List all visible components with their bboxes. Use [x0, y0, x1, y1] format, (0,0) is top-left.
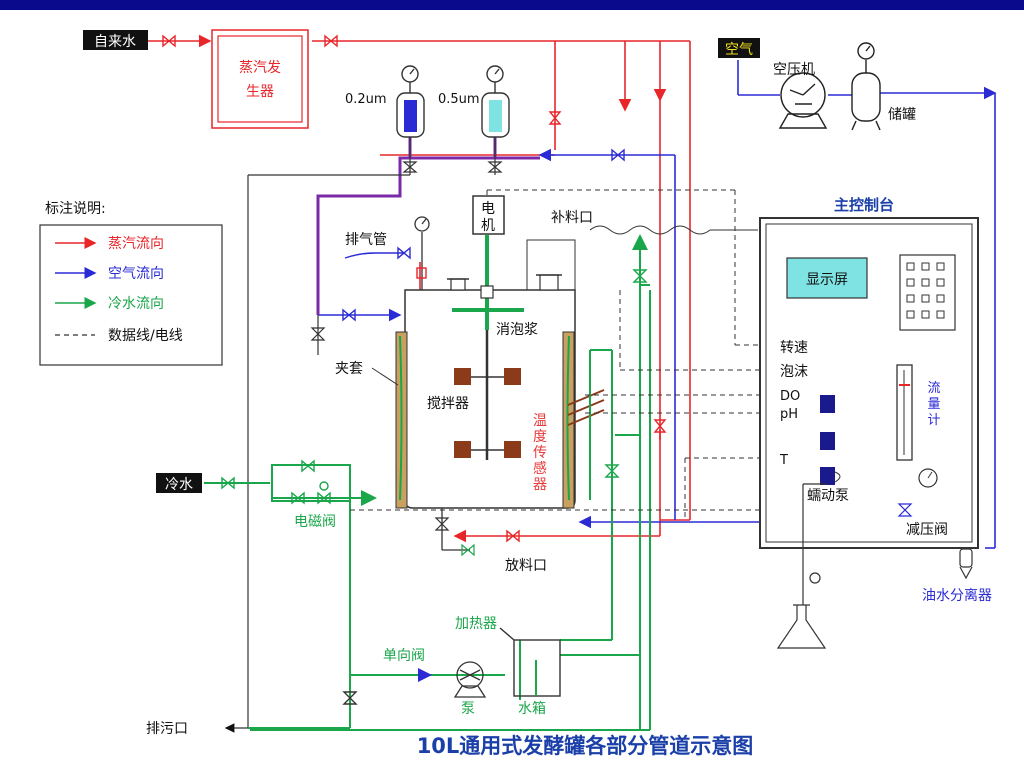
steam-generator	[211, 29, 309, 129]
steam-gen-label-2: 生器	[246, 84, 274, 100]
svg-text:度: 度	[533, 429, 547, 445]
feed-flask	[776, 483, 827, 649]
motor-label-2: 机	[481, 218, 495, 234]
defoam-label: 消泡浆	[496, 322, 538, 338]
solenoid-valve-label: 电磁阀	[294, 514, 336, 530]
speed-label: 转速	[780, 340, 808, 356]
tap-water-label: 自来水	[94, 34, 136, 50]
t-label: T	[779, 453, 788, 468]
pump-label: 泵	[461, 701, 475, 717]
keypad-key	[921, 294, 930, 303]
agitator-label: 搅拌器	[427, 396, 469, 412]
air-compressor	[778, 72, 828, 129]
motor	[472, 195, 505, 235]
ph-label: pH	[780, 407, 798, 422]
air-valves	[342, 148, 625, 322]
svg-text:感: 感	[533, 460, 547, 477]
keypad-key	[936, 262, 945, 271]
drain-label: 排污口	[146, 721, 188, 737]
keypad-key	[906, 310, 915, 319]
compressor-label: 空压机	[773, 62, 815, 78]
data-lines	[486, 189, 778, 520]
fermenter-vessel	[395, 235, 576, 557]
flowmeter-label-2: 量	[927, 397, 940, 412]
water-tank	[499, 627, 561, 697]
pump	[453, 661, 487, 698]
feed-port-label: 补料口	[551, 210, 593, 226]
filter-05um	[481, 65, 510, 175]
steam-gen-label-1: 蒸汽发	[239, 60, 281, 76]
legend-steam: 蒸汽流向	[108, 236, 164, 252]
keypad-key	[906, 262, 915, 271]
tank-label: 储罐	[888, 107, 916, 123]
steam-lines	[148, 34, 691, 543]
legend-title: 标注说明:	[45, 201, 106, 217]
keypad-key	[906, 278, 915, 287]
oil-water-separator	[959, 548, 973, 580]
keypad-key	[906, 294, 915, 303]
filter-02um	[396, 65, 425, 175]
legend-water: 冷水流向	[108, 296, 164, 312]
cold-water-label: 冷水	[165, 477, 193, 493]
temp-sensor-label: 温 度 传 感 器	[533, 413, 547, 493]
keypad-key	[921, 278, 930, 287]
legend-air: 空气流向	[108, 266, 164, 282]
impeller-blade	[504, 441, 521, 458]
flowmeter	[896, 364, 938, 488]
check-valve-label: 单向阀	[383, 648, 425, 664]
exhaust-pipe	[414, 216, 430, 290]
flowmeter-label-1: 流	[927, 381, 940, 396]
heater-label: 加热器	[455, 616, 497, 632]
foam-label: 泡沫	[780, 364, 808, 380]
svg-text:温: 温	[533, 413, 547, 429]
drain-lines	[224, 174, 410, 733]
keypad-key	[921, 262, 930, 271]
console-title: 主控制台	[834, 196, 894, 214]
water-tank-label: 水箱	[518, 701, 546, 717]
svg-text:传: 传	[533, 445, 547, 461]
keypad-key	[936, 278, 945, 287]
peristaltic-pump-label: 蠕动泵	[807, 488, 849, 504]
keypad-key	[936, 310, 945, 319]
air-label: 空气	[725, 42, 753, 58]
top-bar	[0, 0, 1024, 10]
do-label: DO	[780, 389, 800, 404]
reducing-valve-label: 减压阀	[906, 522, 948, 538]
jacket-label: 夹套	[335, 361, 363, 377]
flowmeter-label-3: 计	[927, 413, 940, 428]
impeller-blade	[454, 368, 471, 385]
water-valves	[221, 269, 648, 705]
svg-text:器: 器	[533, 477, 547, 493]
exhaust-label: 排气管	[345, 232, 387, 248]
keypad	[899, 254, 956, 331]
impeller-blade	[504, 368, 521, 385]
separator-label: 油水分离器	[922, 587, 992, 604]
keypad-key	[936, 294, 945, 303]
legend-box	[39, 224, 223, 366]
motor-label-1: 电	[481, 201, 495, 217]
storage-tank	[851, 42, 881, 131]
check-valve	[418, 668, 432, 682]
discharge-label: 放料口	[505, 558, 547, 574]
impeller-blade	[454, 441, 471, 458]
keypad-key	[921, 310, 930, 319]
filter-05um-label: 0.5um	[438, 92, 480, 107]
steam-valves	[162, 34, 667, 543]
diagram-title: 10L通用式发酵罐各部分管道示意图	[417, 734, 754, 758]
display-screen	[786, 257, 868, 299]
filter-02um-label: 0.2um	[345, 92, 387, 107]
legend-data: 数据线/电线	[108, 328, 183, 344]
display-screen-label: 显示屏	[806, 272, 848, 288]
